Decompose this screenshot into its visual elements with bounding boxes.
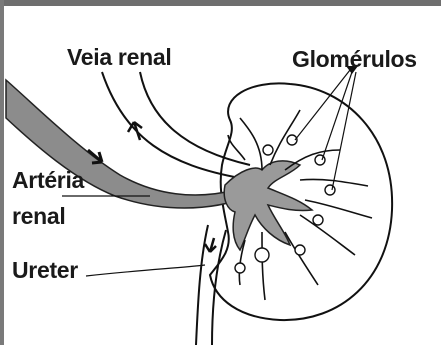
label-ureter: Ureter <box>12 257 78 284</box>
label-glomerulos: Glomérulos <box>292 46 417 73</box>
ureter-flow-arrow <box>205 238 216 252</box>
label-arteria-line2: renal <box>12 203 65 230</box>
renal-vein-upper-edge <box>102 72 240 178</box>
ureter-outer-edge <box>196 225 208 345</box>
ureter-pointer-line <box>86 265 205 276</box>
label-veia-renal: Veia renal <box>67 44 171 71</box>
label-arteria-line1: Artéria <box>12 167 84 194</box>
